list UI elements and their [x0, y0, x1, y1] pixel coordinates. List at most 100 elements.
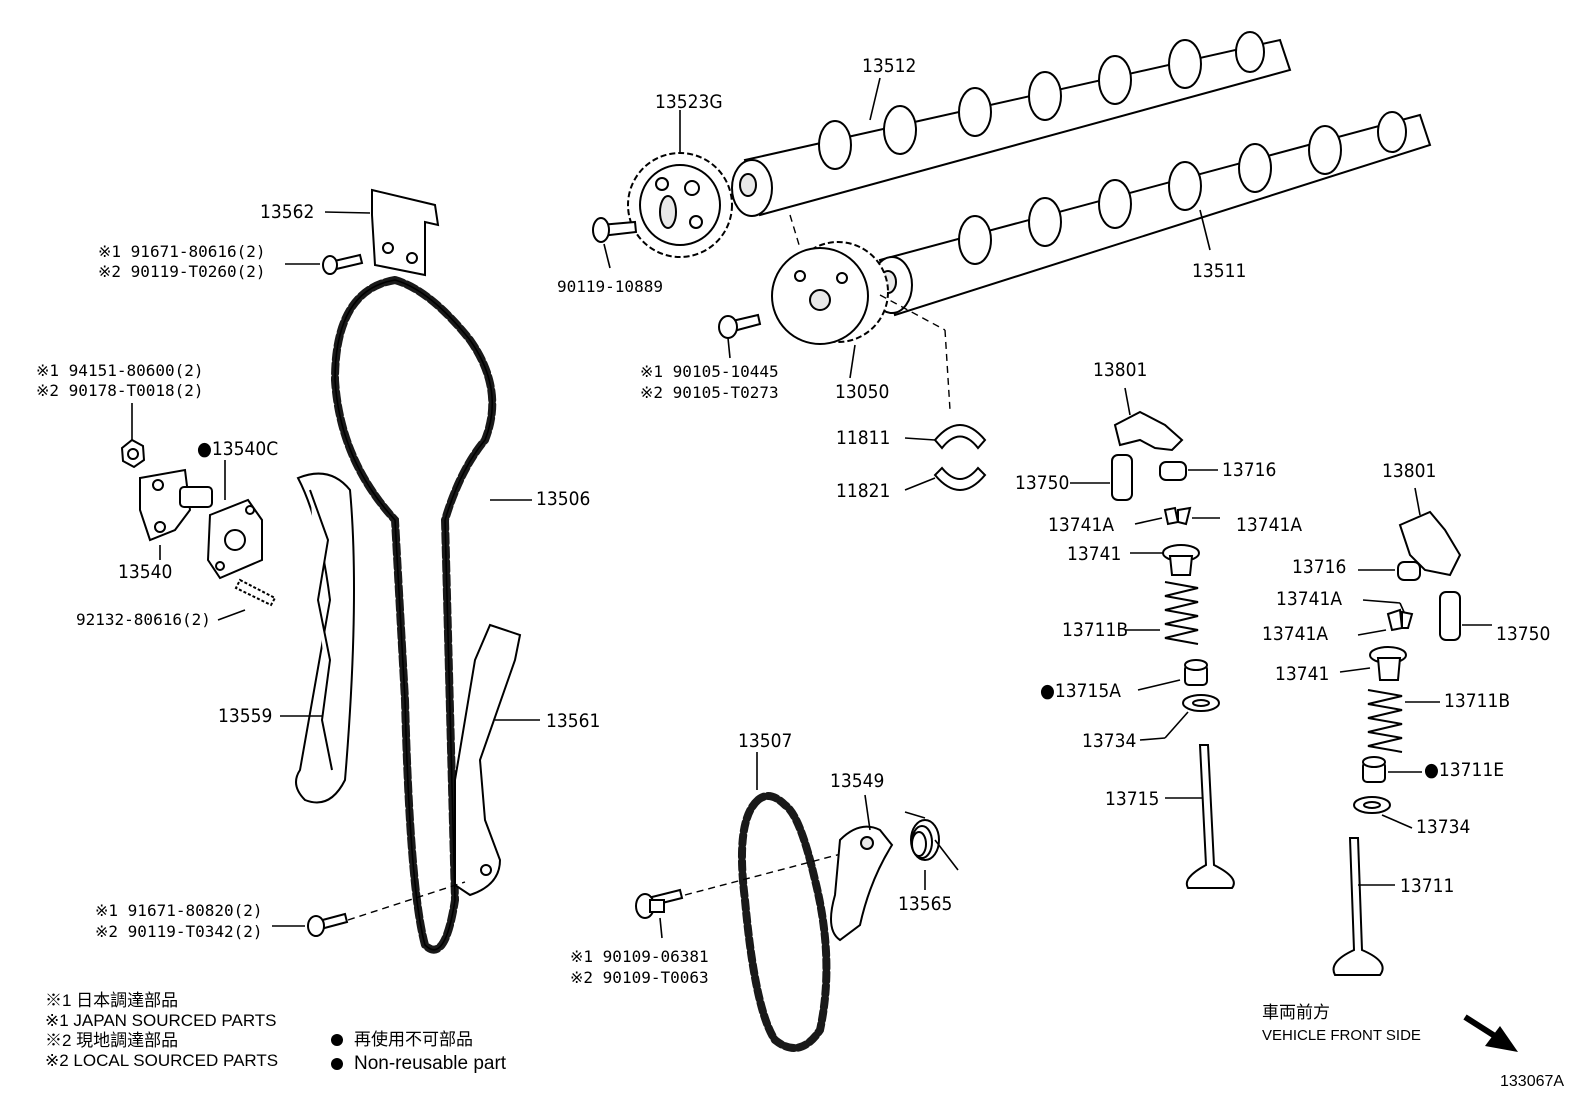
label-13801-b: 13801 [1382, 460, 1436, 482]
ref-90119-t0342: ※2 90119-T0342(2) [95, 922, 263, 941]
valve-13711 [1332, 837, 1384, 976]
label-13711: 13711 [1400, 875, 1454, 897]
cap-13716-a [1159, 461, 1187, 481]
label-13750-a: 13750 [1015, 472, 1069, 494]
ref-90105-t0273: ※2 90105-T0273 [640, 383, 779, 402]
chain-slipper-13559 [295, 472, 355, 804]
label-13565: 13565 [898, 893, 952, 915]
chain-guide-13562 [371, 188, 440, 277]
sprocket-13523g [627, 152, 733, 258]
bearing-11811 [933, 424, 987, 450]
label-13741-a: 13741 [1067, 543, 1121, 565]
keeper-13741a-b [1386, 608, 1414, 632]
nonreuse-bullet-icon [331, 1034, 343, 1046]
label-13715: 13715 [1105, 788, 1159, 810]
retainer-13741-b [1369, 646, 1407, 681]
label-13801-a: 13801 [1093, 359, 1147, 381]
ref-90109-t0063: ※2 90109-T0063 [570, 968, 709, 987]
nonreuse-jp: 再使用不可部品 [354, 1029, 473, 1049]
ref-91671-80616: ※1 91671-80616(2) [98, 242, 266, 261]
oil-pump-chain-13507 [738, 792, 831, 1052]
ref-90119-t0260: ※2 90119-T0260(2) [98, 262, 266, 281]
seal-13715a [1184, 659, 1208, 686]
ref-92132-80616: 92132-80616(2) [76, 610, 211, 629]
ref-90105-10445: ※1 90105-10445 [640, 362, 779, 381]
label-13711b-a: 13711B [1062, 619, 1128, 641]
bolt-90119-10889 [592, 217, 638, 243]
retainer-13741-a [1162, 544, 1200, 576]
nonreuse-en: Non-reusable part [354, 1053, 507, 1074]
nut-94151 [120, 438, 146, 469]
camshaft-13512 [731, 31, 1292, 217]
washer-13734-a [1182, 694, 1220, 712]
stud-92132 [234, 578, 277, 607]
label-13711b-b: 13711B [1444, 690, 1510, 712]
cap-13716-b [1397, 561, 1421, 581]
label-13512: 13512 [862, 55, 916, 77]
bearing-11821 [933, 466, 987, 491]
label-13716-b: 13716 [1292, 556, 1346, 578]
label-bolt-90119-10889: 90119-10889 [557, 277, 663, 296]
label-13716-a: 13716 [1222, 459, 1276, 481]
label-13741-b: 13741 [1275, 663, 1329, 685]
label-11821: 11821 [836, 480, 890, 502]
label-13540c: ●13540C [197, 438, 278, 460]
lash-adjuster-13750-a [1111, 454, 1133, 501]
nonreuse-bullet-icon-2 [331, 1058, 343, 1070]
spring-13711b-b [1367, 689, 1403, 753]
direction-en: VEHICLE FRONT SIDE [1262, 1027, 1421, 1044]
ref-90109-06381: ※1 90109-06381 [570, 947, 709, 966]
label-13561: 13561 [546, 710, 600, 732]
diagram-code: 133067A [1500, 1073, 1564, 1090]
gasket-13540c [206, 498, 263, 580]
legend-line-1: ※1 日本調達部品 [45, 991, 178, 1010]
label-13715a: ●13715A [1040, 680, 1121, 702]
legend-line-3: ※2 現地調達部品 [45, 1031, 178, 1050]
ref-94151-80600: ※1 94151-80600(2) [36, 361, 204, 380]
valve-13715 [1185, 744, 1235, 889]
legend-line-2: ※1 JAPAN SOURCED PARTS [45, 1011, 277, 1030]
bolt-90105 [718, 313, 762, 339]
label-13711e: ●13711E [1424, 759, 1504, 781]
lash-adjuster-13750-b [1439, 591, 1461, 641]
label-13506: 13506 [536, 488, 590, 510]
ref-90178-t0018: ※2 90178-T0018(2) [36, 381, 204, 400]
label-13511: 13511 [1192, 260, 1246, 282]
chain-guide-13561 [454, 623, 522, 897]
label-13734-a: 13734 [1082, 730, 1136, 752]
ref-91671-80820: ※1 91671-80820(2) [95, 901, 263, 920]
rocker-arm-13801-b [1398, 510, 1462, 577]
label-13750-b: 13750 [1496, 623, 1550, 645]
label-13549: 13549 [830, 770, 884, 792]
bolt-91671-80616 [322, 253, 364, 275]
label-13741a-4: 13741A [1262, 623, 1328, 645]
label-13523g: 13523G [655, 91, 723, 113]
direction-jp: 車両前方 [1262, 1003, 1330, 1022]
spring-13565 [904, 811, 959, 871]
tensioner-13540 [139, 468, 213, 542]
legend: ※1 日本調達部品 ※1 JAPAN SOURCED PARTS ※2 現地調達… [45, 991, 1564, 1090]
label-13559: 13559 [218, 705, 272, 727]
label-13562: 13562 [260, 201, 314, 223]
legend-line-4: ※2 LOCAL SOURCED PARTS [45, 1051, 278, 1070]
label-13741a-3: 13741A [1276, 588, 1342, 610]
camshaft-13511 [871, 111, 1432, 317]
label-13540: 13540 [118, 561, 172, 583]
rocker-arm-13801-a [1113, 410, 1184, 452]
label-13741a-1: 13741A [1048, 514, 1114, 536]
label-13050: 13050 [835, 381, 889, 403]
vvt-gear-13050 [771, 241, 889, 345]
label-11811: 11811 [836, 427, 890, 449]
bolt-91671-80820 [307, 912, 349, 937]
keeper-13741a [1163, 506, 1192, 526]
washer-13734-b [1353, 796, 1391, 814]
timing-chain-13506 [330, 276, 497, 954]
label-13741a-2: 13741A [1236, 514, 1302, 536]
spring-13711b-a [1164, 581, 1199, 645]
label-13734-b: 13734 [1416, 816, 1470, 838]
seal-13711e [1362, 756, 1386, 783]
label-13507: 13507 [738, 730, 792, 752]
bolt-90109 [635, 888, 684, 919]
tensioner-arm-13549 [830, 825, 894, 942]
